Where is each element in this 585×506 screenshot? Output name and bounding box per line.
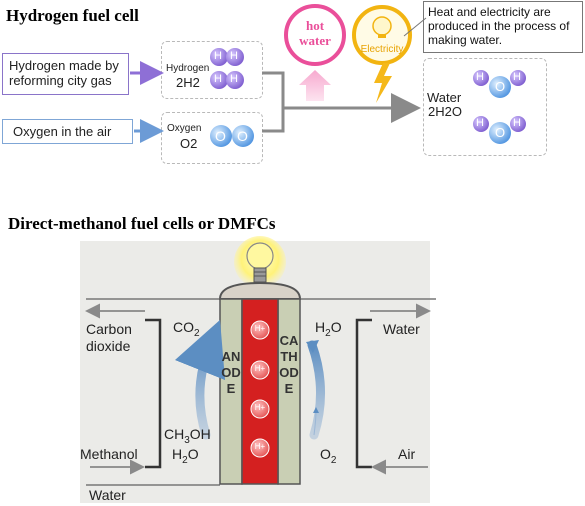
- process-note: Heat and electricity are produced in the…: [423, 1, 583, 53]
- section-title-hydrogen: Hydrogen fuel cell: [6, 6, 139, 25]
- carbon-dioxide-label: Carbon dioxide: [86, 321, 132, 354]
- hydrogen-source-line1: Hydrogen made by: [9, 58, 119, 73]
- bulb-icon: [246, 242, 274, 270]
- mini-bulb-icon: [372, 16, 392, 36]
- h2o-in-label: H2O: [172, 446, 199, 466]
- cathode-arrow-head: [306, 340, 319, 353]
- o2-label: O2: [320, 446, 337, 466]
- reaction-connector: [262, 71, 421, 133]
- hydrogen-source-box: Hydrogen made by reforming city gas: [2, 53, 129, 95]
- water-label: Water: [427, 90, 462, 105]
- water-output-box: [423, 58, 547, 156]
- h2o-out-label: H2O: [315, 319, 342, 339]
- cell-cap: [218, 281, 302, 300]
- methanol-label: Methanol: [80, 446, 138, 462]
- oxygen-formula: O2: [180, 136, 198, 151]
- cathode-label: CATHODE: [279, 333, 299, 396]
- water-in-label: Water: [89, 487, 126, 503]
- water-formula: 2H2O: [428, 104, 462, 119]
- proton-labels: H+ H+ H+ H+: [254, 324, 266, 451]
- ch3oh-label: CH3OH: [164, 426, 211, 446]
- water-out-label: Water: [383, 321, 420, 337]
- hot-water-arrow: [299, 70, 331, 101]
- oxygen-source-box: Oxygen in the air: [2, 119, 133, 144]
- electricity-label: Electricity: [360, 44, 404, 55]
- lightning-bolt-icon: [374, 63, 392, 103]
- oxygen-label: Oxygen: [167, 123, 202, 134]
- hot-water-label: hot water: [299, 18, 331, 48]
- hydrogen-source-line2: reforming city gas: [9, 73, 112, 88]
- bulb-glow: [234, 236, 286, 288]
- air-label: Air: [398, 446, 416, 462]
- hydrogen-formula: 2H2: [176, 75, 200, 90]
- anode-label: ANODE: [221, 349, 241, 396]
- cathode-flow-arrow-body: [307, 340, 325, 440]
- anode-flow-arrow: [174, 319, 226, 440]
- co2-label: CO2: [173, 319, 200, 339]
- section-title-dmfc: Direct-methanol fuel cells or DMFCs: [8, 214, 276, 233]
- hydrogen-label: Hydrogen: [166, 63, 210, 74]
- oxygen-source-label: Oxygen in the air: [13, 124, 112, 139]
